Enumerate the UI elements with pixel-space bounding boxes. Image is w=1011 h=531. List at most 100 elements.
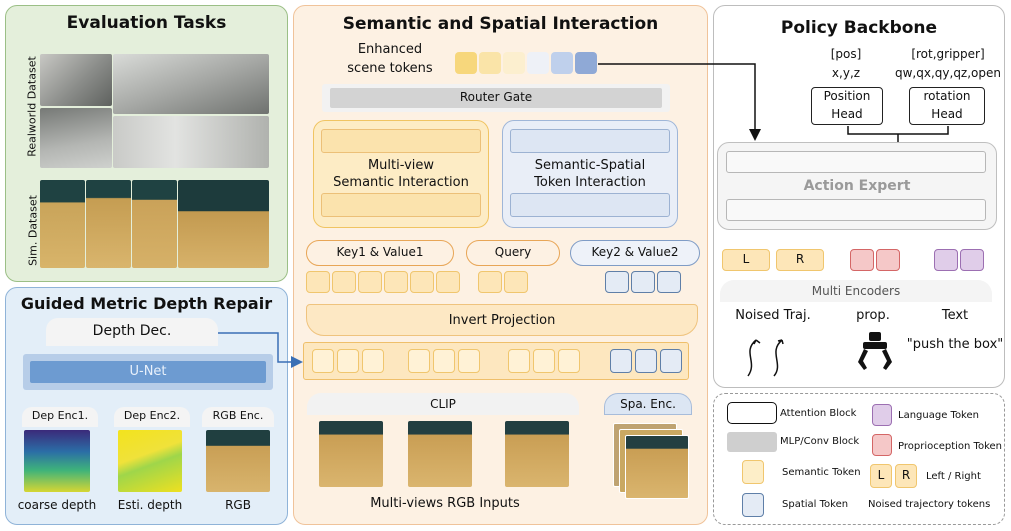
esti-depth-image	[118, 430, 182, 492]
key2-token-3	[657, 271, 681, 293]
query-pill	[466, 240, 560, 266]
multi-encoders-label: Multi Encoders	[811, 284, 901, 298]
key2-token-2	[631, 271, 655, 293]
proprio-token-2	[876, 249, 900, 271]
router-gate-inner	[330, 88, 662, 108]
legend-proprio-label: Proprioception Token	[898, 441, 1003, 452]
realworld-image-4	[113, 116, 269, 168]
unet-label: U-Net	[129, 364, 167, 379]
query-token-2	[504, 271, 528, 293]
key2-value2-pill	[570, 240, 700, 266]
rgb-enc-block	[202, 407, 274, 427]
left-token	[722, 249, 770, 271]
spa-enc-label: Spa. Enc.	[620, 397, 676, 411]
action-expert-label: Action Expert	[803, 178, 911, 194]
key1-value1-label: Key1 & Value1	[336, 245, 424, 259]
seq-token-6	[458, 349, 480, 373]
dep-enc2-label: Dep Enc2.	[123, 409, 181, 422]
key2-token-1	[605, 271, 629, 293]
realworld-image-1	[40, 54, 112, 106]
rot-label-1: [rot,gripper]	[911, 47, 985, 61]
noised-traj-label: Noised Traj.	[735, 308, 811, 323]
right-token-label: R	[795, 252, 805, 266]
right-token	[776, 249, 824, 271]
dep-enc2-block	[114, 407, 190, 427]
key1-token-4	[384, 271, 408, 293]
coarse-depth-image	[24, 430, 90, 492]
rotation-head-block	[909, 87, 985, 125]
legend-language-label: Language Token	[898, 410, 979, 421]
text-label: Text	[941, 308, 969, 323]
legend-spatial-swatch	[742, 493, 764, 517]
multi-encoders-block	[720, 280, 992, 302]
multiview-interaction-bar-top	[321, 129, 481, 153]
enhanced-token-4	[527, 52, 549, 74]
sim-image-2	[86, 180, 131, 268]
enhanced-token-2	[479, 52, 501, 74]
policy-backbone-title: Policy Backbone	[780, 18, 938, 38]
router-gate-label: Router Gate	[459, 90, 533, 104]
query-token-1	[478, 271, 502, 293]
legend-semantic-swatch	[742, 460, 764, 484]
language-token-2	[960, 249, 984, 271]
sim-image-3	[132, 180, 177, 268]
unet-inner	[30, 361, 266, 383]
gripper-icon	[858, 332, 892, 370]
pos-label-2: x,y,z	[831, 66, 861, 80]
semantic-spatial-title: Semantic and Spatial Interaction	[342, 14, 659, 34]
view-image-2	[408, 421, 472, 487]
legend-right-token-label: R	[901, 468, 911, 482]
position-head-line1: Position	[823, 89, 871, 103]
spa-enc-block	[604, 393, 692, 415]
depth-decoder-label: Depth Dec.	[92, 323, 172, 339]
depth-to-interaction-arrow	[218, 332, 303, 368]
rgb-enc-label: RGB Enc.	[212, 409, 264, 422]
key2-value2-label: Key2 & Value2	[591, 245, 679, 259]
seq-token-4	[408, 349, 430, 373]
rgb-image	[206, 430, 270, 492]
realworld-image-3	[40, 108, 112, 168]
legend-language-swatch	[872, 404, 892, 426]
multiview-inputs-label: Multi-views RGB Inputs	[370, 496, 520, 511]
seq-token-7	[508, 349, 530, 373]
action-expert-bar-top	[726, 151, 986, 173]
left-token-label: L	[742, 252, 750, 266]
depth-repair-title: Guided Metric Depth Repair	[20, 294, 273, 313]
proprio-token-1	[850, 249, 874, 271]
evaluation-tasks-title: Evaluation Tasks	[66, 13, 227, 33]
semantic-spatial-bar-top	[510, 129, 670, 153]
realworld-image-2	[113, 54, 269, 114]
trajectory-curves-icon	[747, 339, 784, 377]
enhanced-token-1	[455, 52, 477, 74]
multiview-interaction-line2: Semantic Interaction	[333, 175, 469, 190]
seq-token-3	[362, 349, 384, 373]
seq-spatial-token-3	[660, 349, 682, 373]
seq-token-5	[433, 349, 455, 373]
invert-projection-label: Invert Projection	[448, 313, 556, 328]
scene-token-to-action-expert-arrow	[598, 63, 761, 141]
enhanced-token-6	[575, 52, 597, 74]
rotation-head-line1: rotation	[923, 89, 971, 103]
seq-token-2	[337, 349, 359, 373]
legend-proprio-swatch	[872, 434, 892, 456]
legend-left-right-label: Left / Right	[926, 471, 981, 482]
legend-left-token-label: L	[877, 468, 885, 482]
query-label: Query	[494, 245, 532, 259]
semantic-spatial-bar-bottom	[510, 193, 670, 217]
sim-image-1	[40, 180, 85, 268]
legend-noised-label: Noised trajectory tokens	[868, 499, 991, 510]
key1-token-2	[332, 271, 356, 293]
heads-bracket	[847, 126, 949, 142]
scene-tokens-label: scene tokens	[347, 61, 433, 76]
enhanced-token-5	[551, 52, 573, 74]
depth-decoder-block	[46, 318, 218, 346]
legend-spatial-label: Spatial Token	[782, 499, 849, 510]
legend-attention-swatch	[727, 402, 777, 424]
esti-depth-label: Esti. depth	[117, 498, 183, 512]
view-image-3	[505, 421, 569, 487]
rotation-head-line2: Head	[931, 107, 963, 121]
rgb-label: RGB	[225, 498, 251, 512]
seq-token-1	[312, 349, 334, 373]
pos-label-1: [pos]	[830, 47, 862, 61]
enhanced-token-3	[503, 52, 525, 74]
